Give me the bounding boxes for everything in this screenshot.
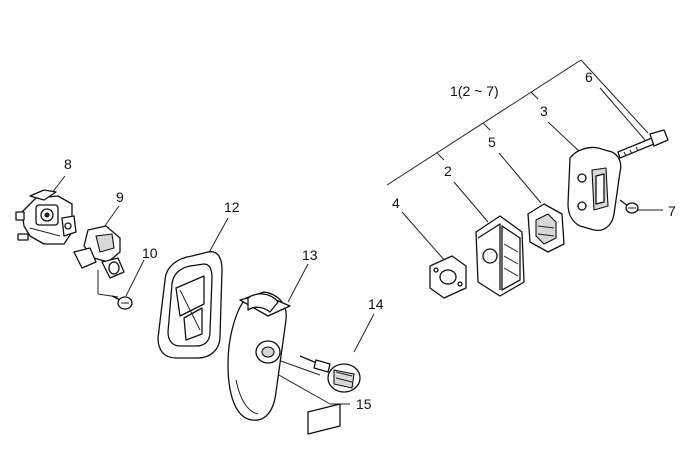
knob-bolt-icon <box>299 355 361 393</box>
callout-10: 10 <box>142 245 158 261</box>
screw-icon <box>111 295 133 310</box>
callout-4: 4 <box>392 195 400 211</box>
callout-12: 12 <box>224 199 240 215</box>
air-filter-element-icon <box>157 251 223 359</box>
carburetor-holder-icon <box>73 225 125 279</box>
callout-5: 5 <box>488 134 496 150</box>
screw-icon <box>619 199 639 214</box>
callout-3: 3 <box>540 103 548 119</box>
muffler-cover-icon <box>567 146 622 232</box>
callout-2: 2 <box>444 163 452 179</box>
muffler-bolt-icon <box>617 129 669 159</box>
callout-6: 6 <box>585 69 593 85</box>
muffler-body-icon <box>475 215 525 297</box>
callout-14: 14 <box>368 296 384 312</box>
leader-lines <box>47 59 663 405</box>
callout-7: 7 <box>668 203 676 219</box>
callout-15: 15 <box>356 396 372 412</box>
air-cleaner-cover-icon <box>227 291 291 421</box>
decal-icon <box>307 403 341 435</box>
callout-13: 13 <box>302 247 318 263</box>
spark-arrester-icon <box>527 203 565 253</box>
callout-1: 1(2 ~ 7) <box>450 83 499 99</box>
callout-9: 9 <box>116 189 124 205</box>
carburetor-icon <box>15 189 77 245</box>
callout-8: 8 <box>64 156 72 172</box>
muffler-gasket-icon <box>429 255 467 299</box>
callout-labels: 1(2 ~ 7) 2 3 4 5 6 7 8 9 10 12 13 14 15 <box>64 69 676 412</box>
